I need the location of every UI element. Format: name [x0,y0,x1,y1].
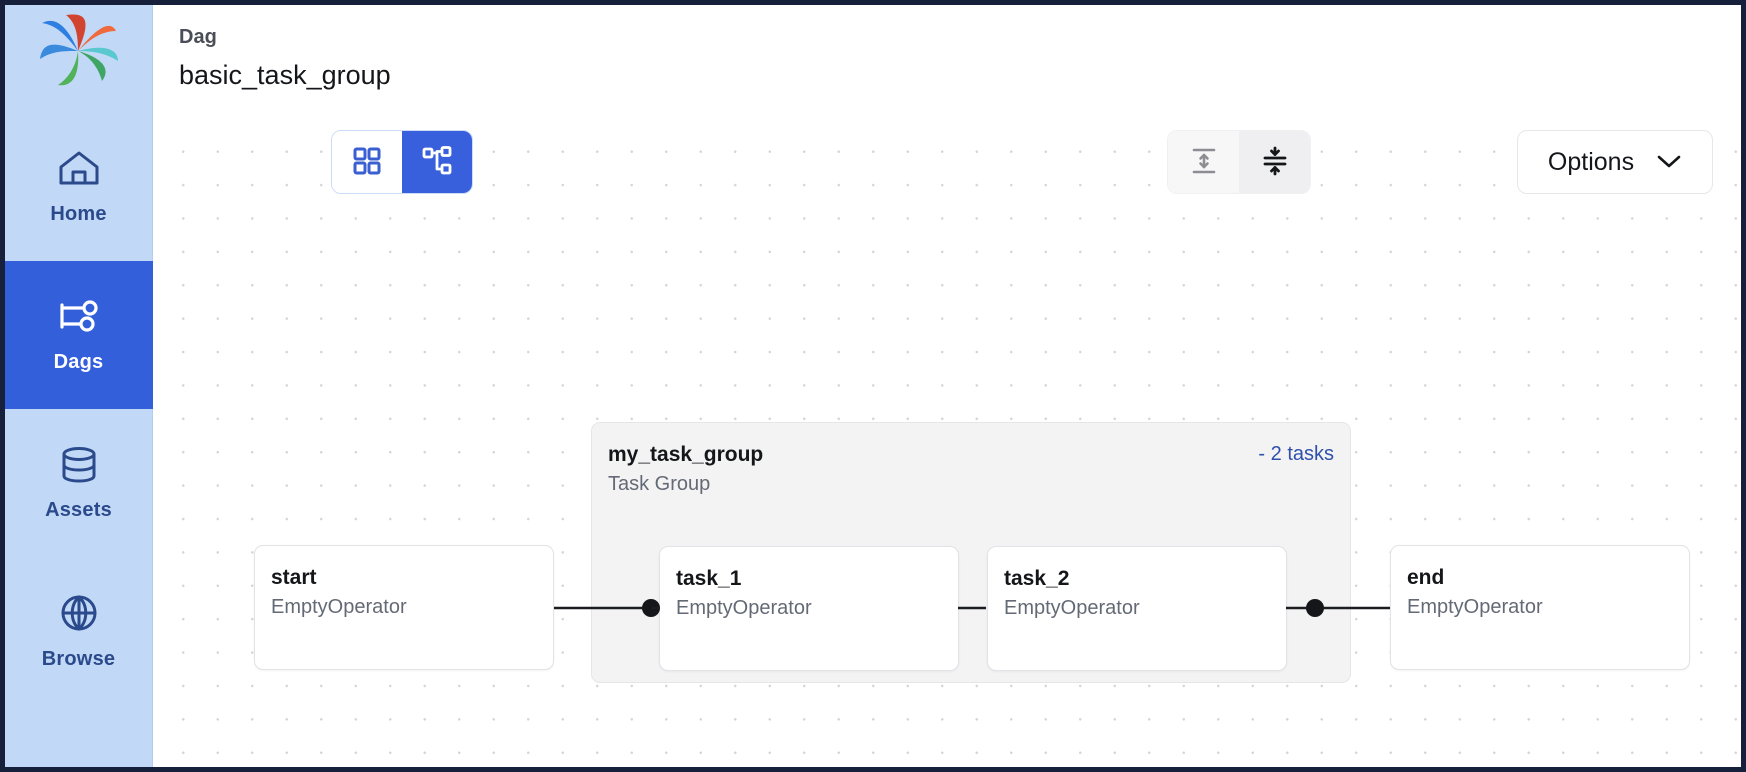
database-icon [57,445,101,485]
node-title-end: end [1407,566,1445,589]
grid-view-button[interactable] [332,131,402,193]
sidebar-item-label-home: Home [50,202,107,225]
airflow-logo[interactable] [33,11,125,91]
home-icon [57,149,101,189]
options-label: Options [1547,147,1635,176]
graph-node-end[interactable]: end EmptyOperator [1390,545,1690,670]
grid-view-icon [352,146,382,179]
sidebar-item-label-assets: Assets [45,498,112,521]
node-subtitle-start: EmptyOperator [271,596,407,618]
node-subtitle-task_2: EmptyOperator [1004,597,1140,619]
sidebar-item-label-browse: Browse [41,647,116,670]
node-subtitle-task_1: EmptyOperator [676,597,812,619]
layout-controls-group [1167,130,1311,194]
sidebar-item-assets[interactable]: Assets [5,409,153,557]
graph-node-task_1[interactable]: task_1 EmptyOperator [659,546,959,671]
graph-view-icon [422,145,452,179]
expand-vertical-icon [1190,146,1218,179]
node-title-start: start [271,566,317,589]
graph-node-start[interactable]: start EmptyOperator [254,545,554,670]
options-button[interactable]: Options [1517,130,1713,194]
task-group-title: my_task_group [608,443,764,466]
collapse-vertical-icon [1261,146,1289,179]
sidebar-item-browse[interactable]: Browse [5,557,153,705]
sidebar-item-home[interactable]: Home [5,113,153,261]
page-header: Dag basic_task_group [153,5,1741,123]
graph-view-button[interactable] [402,131,472,193]
sidebar: Home Dags Asse [5,5,153,767]
page-title: basic_task_group [179,60,391,90]
breadcrumb: Dag [179,26,217,48]
globe-icon [57,592,101,634]
pinwheel-icon [39,14,118,86]
task-group-collapse-toggle[interactable]: - 2 tasks [1258,443,1334,465]
node-title-task_1: task_1 [676,567,742,590]
view-toggle-group [331,130,473,194]
collapse-vertical-button[interactable] [1239,131,1310,193]
dag-icon [57,297,101,337]
dag-graph-canvas[interactable]: my_task_group Task Group - 2 tasks task_… [153,123,1741,767]
node-subtitle-end: EmptyOperator [1407,596,1543,618]
graph-node-task_2[interactable]: task_2 EmptyOperator [987,546,1287,671]
expand-vertical-button[interactable] [1168,131,1239,193]
sidebar-item-dags[interactable]: Dags [5,261,153,409]
main-content: my_task_group Task Group - 2 tasks task_… [153,5,1741,767]
task-group-subtitle: Task Group [608,473,711,495]
task-group-my_task_group[interactable]: my_task_group Task Group - 2 tasks task_… [591,422,1351,683]
sidebar-item-label-dags: Dags [53,350,104,373]
chevron-down-icon [1656,153,1682,172]
node-title-task_2: task_2 [1004,567,1070,590]
